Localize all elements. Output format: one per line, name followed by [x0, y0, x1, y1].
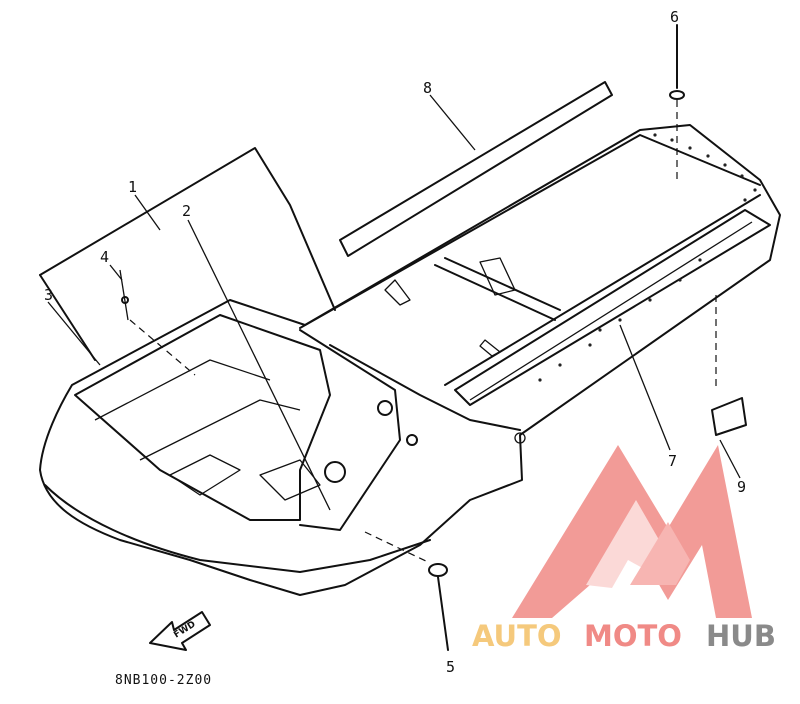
part-8-strip — [339, 81, 613, 257]
frame-assembly — [39, 124, 781, 596]
callout-6: 6 — [670, 8, 679, 26]
watermark-text: AUTO MOTO HUB — [472, 619, 776, 653]
watermark-logo-icon — [512, 445, 752, 618]
callout-3: 3 — [44, 286, 53, 304]
callout-1: 1 — [128, 178, 137, 196]
part-code: 8NB100-2Z00 — [115, 673, 212, 688]
callout-labels: 1 2 3 4 5 6 7 8 9 — [44, 8, 746, 676]
rivet-dots — [538, 133, 757, 382]
part-9-label — [711, 295, 747, 436]
callout-8: 8 — [423, 79, 432, 97]
callout-5: 5 — [446, 658, 455, 676]
part-6-bolt — [669, 24, 685, 180]
leader-lines — [47, 94, 741, 511]
watermark-auto: AUTO — [472, 619, 562, 653]
part-5-cap — [364, 531, 449, 651]
forward-arrow-icon: FWD — [149, 611, 211, 651]
watermark-hub: HUB — [706, 619, 776, 653]
callout-4: 4 — [100, 248, 109, 266]
watermark-moto: MOTO — [584, 619, 682, 653]
callout-7: 7 — [668, 452, 677, 470]
callout-2: 2 — [182, 202, 191, 220]
callout-9: 9 — [737, 478, 746, 496]
